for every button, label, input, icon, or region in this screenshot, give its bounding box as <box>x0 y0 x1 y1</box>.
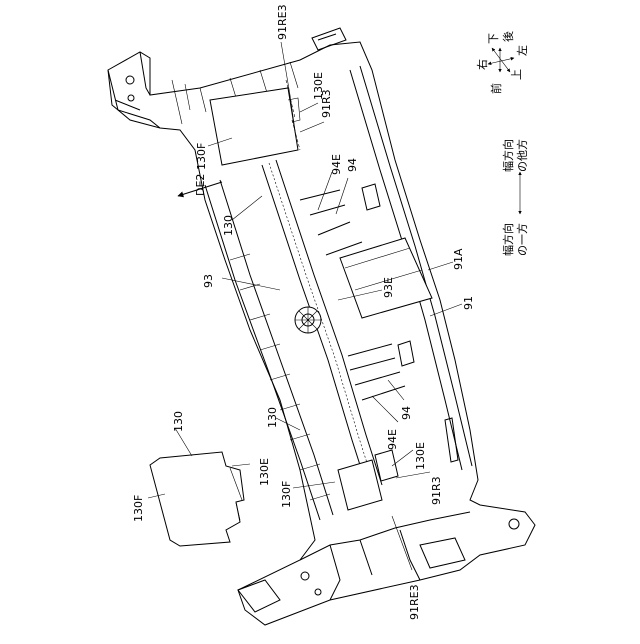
compass-depth <box>492 48 510 72</box>
leader-91A <box>428 262 453 270</box>
label-94-top: 94 <box>346 158 359 172</box>
label-130E-bot: 130E <box>414 442 427 470</box>
label-130F-part: 130F <box>132 495 145 522</box>
compass-lateral <box>488 58 514 64</box>
label-93: 93 <box>202 274 215 288</box>
label-DE2: DE2 <box>194 174 207 196</box>
label-94E-bot: 94E <box>386 429 399 450</box>
label-91: 91 <box>462 296 475 310</box>
compass-left: 左 <box>516 45 529 56</box>
separate-part-130 <box>150 452 244 546</box>
width-one-line1: 幅方向 <box>501 223 515 256</box>
width-direction-indicator: 幅方向 の他方 幅方向 の一方 <box>501 139 529 256</box>
label-130E-part: 130E <box>258 458 271 486</box>
label-94-bot: 94 <box>400 406 413 420</box>
label-130F-top: 130F <box>195 143 208 170</box>
label-91A: 91A <box>452 248 465 270</box>
label-130-mid: 130 <box>222 215 235 236</box>
compass-down: 下 <box>487 33 500 44</box>
part-130-body <box>150 452 244 546</box>
label-91RE3-bot: 91RE3 <box>408 584 421 620</box>
label-91R3-top: 91R3 <box>320 89 333 118</box>
orientation-compass: 右 下 後 左 前 上 <box>475 31 529 94</box>
label-91RE3-top: 91RE3 <box>276 4 289 40</box>
compass-front: 前 <box>489 83 503 94</box>
label-94E-top: 94E <box>330 154 343 175</box>
compass-back: 後 <box>501 31 515 42</box>
width-other-line2: の他方 <box>515 139 529 172</box>
compass-right: 右 <box>475 59 489 70</box>
width-other-line1: 幅方向 <box>501 139 515 172</box>
label-93E: 93E <box>382 277 395 298</box>
label-130-part: 130 <box>172 411 185 432</box>
compass-up: 上 <box>510 69 523 80</box>
label-91R3-bot: 91R3 <box>430 476 443 505</box>
leader-130E-part <box>232 464 250 466</box>
width-one-line2: の一方 <box>515 223 529 256</box>
label-130F-mid: 130F <box>280 481 293 508</box>
label-130-lower: 130 <box>266 407 279 428</box>
